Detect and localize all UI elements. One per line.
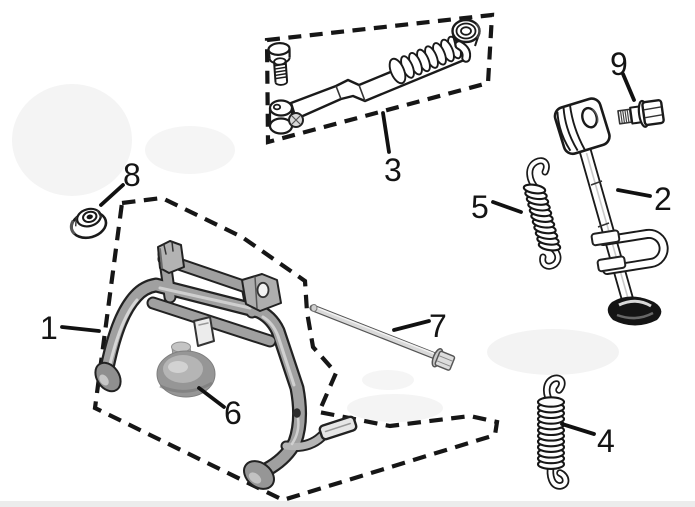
main-stand-spring-illustration	[536, 374, 570, 490]
part-label-2: 2	[654, 181, 672, 217]
part3-dashed-box	[264, 12, 495, 145]
lever-assembly-illustration	[267, 18, 481, 135]
part-label-8: 8	[123, 157, 141, 193]
part-labels: 1 2 3 4 5 6 7 8 9	[40, 46, 672, 459]
part-label-5: 5	[471, 189, 489, 225]
pivot-bolt-illustration	[309, 304, 456, 371]
leader-line-6	[197, 386, 226, 409]
side-stand-illustration	[553, 97, 669, 326]
part-label-9: 9	[610, 46, 628, 82]
part1-dashed-outline	[92, 195, 500, 503]
leader-line-3	[381, 111, 391, 154]
leader-lines	[60, 72, 652, 436]
leader-line-2	[616, 188, 652, 198]
main-stand-illustration	[94, 240, 358, 490]
leader-line-8	[99, 183, 125, 207]
side-stand-spring-illustration	[522, 157, 562, 270]
flange-nut-illustration	[69, 207, 108, 240]
part-label-4: 4	[597, 423, 615, 459]
part-label-3: 3	[384, 152, 402, 188]
part-label-6: 6	[224, 395, 242, 431]
leader-line-9	[621, 72, 636, 102]
leader-line-7	[392, 319, 431, 332]
part-label-1: 1	[40, 310, 58, 346]
leader-line-1	[60, 325, 101, 333]
part-label-7: 7	[429, 308, 447, 344]
flange-bolt-illustration	[617, 99, 665, 128]
rubber-stopper-illustration	[156, 341, 216, 398]
leader-line-4	[560, 422, 596, 436]
leader-line-5	[491, 200, 523, 214]
